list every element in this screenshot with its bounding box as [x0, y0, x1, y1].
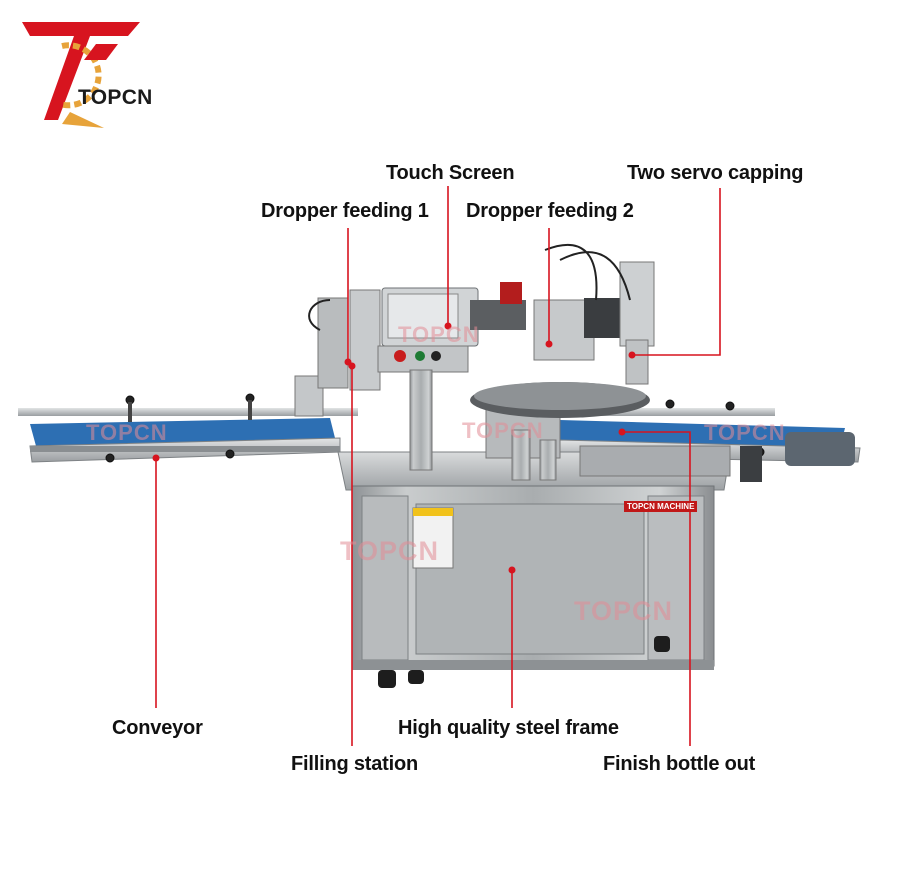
watermark: TOPCN [398, 322, 480, 347]
label-dropper-feeding-2: Dropper feeding 2 [466, 200, 634, 222]
watermark: TOPCN [86, 420, 168, 445]
label-dropper-feeding-1: Dropper feeding 1 [261, 200, 429, 222]
watermark: TOPCN [462, 418, 544, 443]
watermark: TOPCN [340, 536, 440, 566]
topcn-logo [22, 22, 140, 128]
machine-nameplate: TOPCN MACHINE [624, 501, 698, 512]
label-high-quality-steel-frame: High quality steel frame [398, 717, 619, 739]
callout-dots [152, 322, 636, 574]
brand-name: TOPCN [78, 86, 153, 109]
filling-capping-assembly [294, 243, 731, 481]
steel-frame [337, 451, 731, 688]
watermark: TOPCN [574, 596, 674, 626]
watermark: TOPCN [704, 420, 786, 445]
label-filling-station: Filling station [291, 753, 418, 775]
label-finish-bottle-out: Finish bottle out [603, 753, 756, 775]
label-two-servo-capping: Two servo capping [627, 162, 804, 184]
label-conveyor: Conveyor [112, 717, 203, 739]
callout-lines [155, 186, 721, 746]
label-touch-screen: Touch Screen [386, 162, 515, 184]
